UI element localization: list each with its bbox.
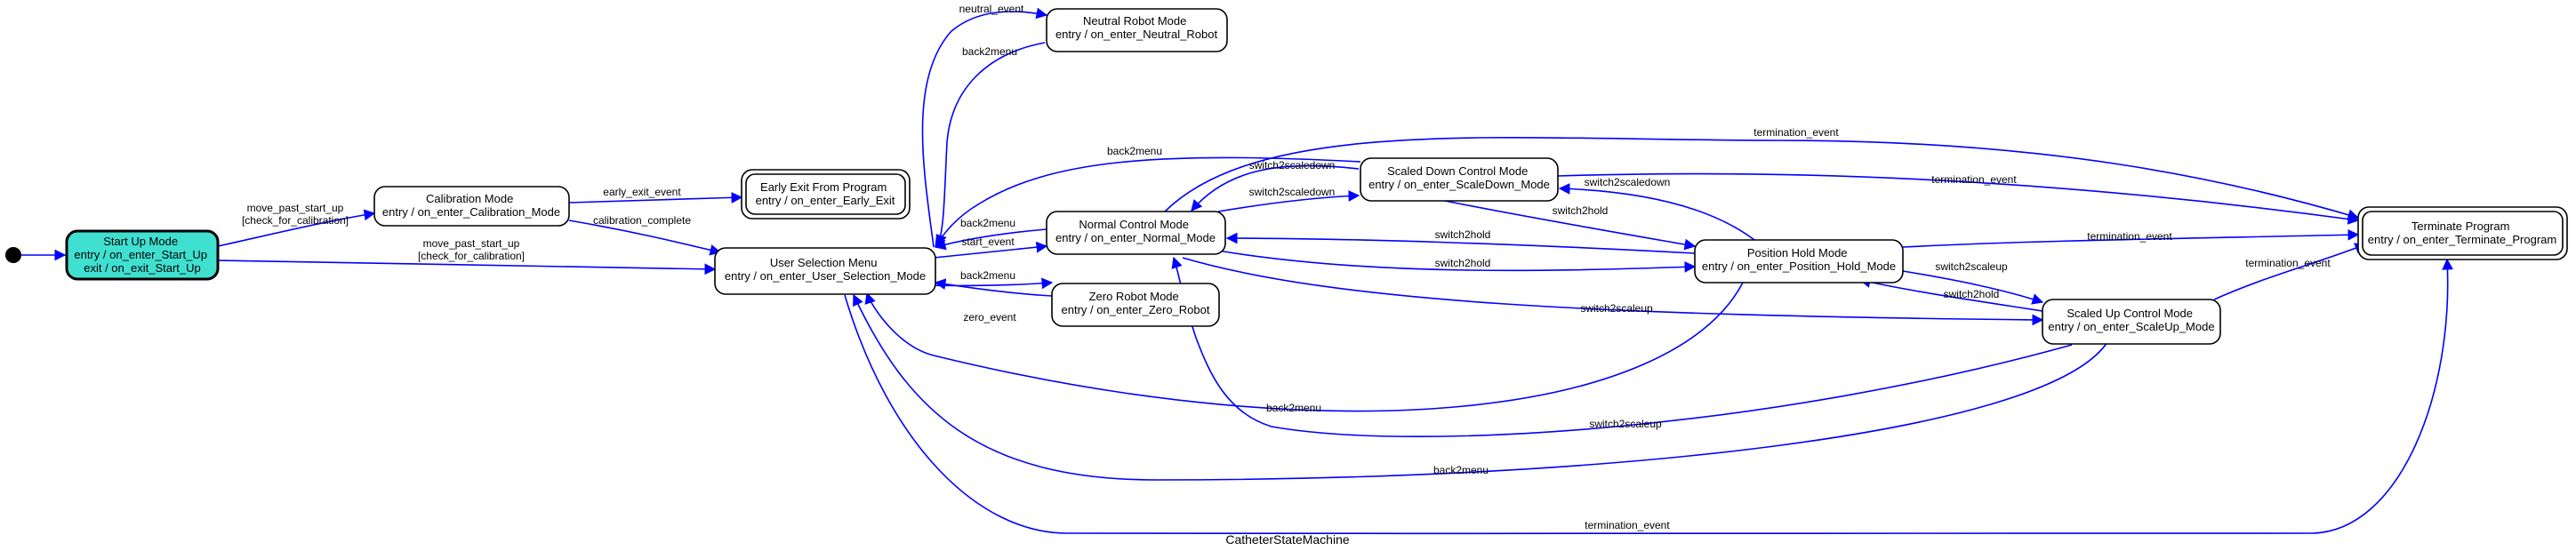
- edge-start-up-to-user-selection: [217, 260, 717, 276]
- edge-start-up-to-calibration: [217, 209, 376, 247]
- label-user-to-normal: start_event: [961, 236, 1015, 248]
- edge-hold-to-scaled-down: [1558, 183, 1755, 241]
- label-zero-to-user: back2menu: [960, 269, 1015, 282]
- label-calibration-to-user: calibration_complete: [593, 214, 691, 227]
- label-scaled-up-to-terminate: termination_event: [2245, 257, 2331, 269]
- label-calibration-to-early-exit: early_exit_event: [603, 186, 681, 198]
- label-neutral-to-user: back2menu: [962, 45, 1017, 58]
- state-normal-label: Normal Control Mode entry / on_enter_Nor…: [1055, 218, 1216, 244]
- edge-calibration-to-early-exit: [568, 192, 743, 204]
- label-scaled-up-to-hold: switch2hold: [1944, 288, 2000, 300]
- edge-scaled-down-to-user: [935, 156, 1361, 248]
- edge-scaled-down-to-normal: [1191, 164, 1360, 212]
- edge-normal-to-scaled-up: [1182, 257, 2044, 326]
- label-scaled-down-to-hold: switch2hold: [1553, 204, 1609, 217]
- edge-scaled-down-to-terminate: [1557, 172, 2360, 225]
- label-hold-to-user: back2menu: [1266, 402, 1321, 414]
- state-start-up-box: [65, 229, 220, 281]
- edge-scaled-up-to-hold: [1858, 276, 2043, 312]
- label-start-to-user: move_past_start_up[check_for_calibration…: [418, 237, 525, 262]
- initial-state-dot: [5, 247, 21, 263]
- edge-zero-to-user: [934, 278, 1053, 297]
- label-user-to-terminate: termination_event: [1585, 519, 1670, 531]
- label-scaled-up-to-normal: switch2scaleup: [1589, 418, 1662, 430]
- state-position-hold: Position Hold Mode entry / on_enter_Posi…: [1694, 239, 1904, 283]
- state-scaled-up: Scaled Up Control Mode entry / on_enter_…: [2042, 299, 2221, 345]
- edge-normal-to-scaled-down: [1217, 190, 1360, 212]
- edge-scaled-up-to-user: [853, 293, 2108, 481]
- edge-calibration-to-user-selection: [568, 220, 722, 256]
- edge-hold-to-normal: [1225, 232, 1696, 254]
- state-zero-label: Zero Robot Mode entry / on_enter_Zero_Ro…: [1062, 290, 1210, 316]
- label-hold-to-scaled-up: switch2scaleup: [1935, 260, 2008, 273]
- label-scaled-up-to-user: back2menu: [1433, 464, 1489, 476]
- state-user-selection: User Selection Menu entry / on_enter_Use…: [714, 247, 936, 295]
- label-start-to-calibration: move_past_start_up[check_for_calibration…: [242, 202, 349, 227]
- label-scaled-down-to-normal: switch2scaledown: [1249, 159, 1336, 172]
- edge-scaled-up-to-terminate: [2213, 243, 2367, 300]
- state-early-exit-label: Early Exit From Program entry / on_enter…: [756, 180, 895, 207]
- state-early-exit-box-inner: [745, 173, 906, 215]
- label-hold-to-scaled-down: switch2scaledown: [1585, 176, 1671, 188]
- label-normal-to-terminate: termination_event: [1753, 126, 1839, 139]
- state-neutral-box: [1046, 8, 1228, 52]
- state-scaled-down: Scaled Down Control Mode entry / on_ente…: [1360, 157, 1559, 202]
- edge-hold-to-user: [864, 282, 1744, 412]
- state-neutral: Neutral Robot Mode entry / on_enter_Neut…: [1046, 8, 1228, 52]
- edge-user-to-normal: [933, 241, 1048, 259]
- edge-user-to-neutral: [921, 7, 1048, 248]
- state-scaled-up-label: Scaled Up Control Mode entry / on_enter_…: [2048, 307, 2214, 333]
- state-position-hold-label: Position Hold Mode entry / on_enter_Posi…: [1702, 246, 1896, 273]
- state-terminate: Terminate Program entry / on_enter_Termi…: [2357, 206, 2568, 260]
- edge-user-to-terminate: [844, 258, 2454, 535]
- label-scaled-down-to-terminate: termination_event: [1931, 173, 2017, 186]
- edge-labels: move_past_start_up[check_for_calibration…: [242, 3, 2331, 531]
- edge-normal-to-user: [934, 228, 1047, 251]
- label-normal-to-user: back2menu: [960, 217, 1015, 229]
- label-user-to-neutral: neutral_event: [959, 3, 1024, 15]
- state-terminate-box-inner: [2362, 211, 2564, 256]
- edge-normal-to-terminate: [1164, 136, 2360, 220]
- state-zero: Zero Robot Mode entry / on_enter_Zero_Ro…: [1051, 283, 1220, 327]
- label-hold-to-terminate: termination_event: [2087, 230, 2172, 243]
- state-terminate-label: Terminate Program entry / on_enter_Termi…: [2368, 220, 2556, 246]
- state-scaled-down-box: [1360, 157, 1559, 202]
- state-calibration-box: [373, 186, 570, 227]
- label-normal-to-hold: switch2hold: [1435, 257, 1491, 269]
- state-user-selection-box: [714, 247, 936, 295]
- edge-scaled-down-to-hold: [1440, 199, 1697, 251]
- label-normal-to-scaled-up: switch2scaleup: [1580, 302, 1653, 315]
- state-calibration-label: Calibration Mode entry / on_enter_Calibr…: [382, 192, 560, 219]
- state-normal: Normal Control Mode entry / on_enter_Nor…: [1046, 211, 1226, 255]
- state-start-up-label: Start Up Mode entry / on_enter_Start_Up …: [74, 235, 210, 275]
- edges: [20, 7, 2454, 535]
- state-calibration: Calibration Mode entry / on_enter_Calibr…: [373, 186, 570, 227]
- state-neutral-label: Neutral Robot Mode entry / on_enter_Neut…: [1055, 14, 1218, 41]
- diagram-title: CatheterStateMachine: [1225, 532, 1350, 547]
- state-zero-box: [1051, 283, 1220, 327]
- initial-state: [5, 247, 21, 263]
- state-normal-box: [1046, 211, 1226, 255]
- edge-neutral-to-user: [935, 42, 1046, 247]
- state-scaled-down-label: Scaled Down Control Mode entry / on_ente…: [1368, 164, 1550, 191]
- state-position-hold-box: [1694, 239, 1904, 283]
- state-user-selection-label: User Selection Menu entry / on_enter_Use…: [725, 256, 926, 283]
- state-start-up: Start Up Mode entry / on_enter_Start_Up …: [65, 229, 220, 281]
- label-user-to-zero: zero_event: [963, 311, 1016, 323]
- label-hold-to-normal: switch2hold: [1435, 228, 1491, 241]
- label-normal-to-scaled-down: switch2scaledown: [1249, 186, 1336, 198]
- edge-hold-to-scaled-up: [1902, 270, 2044, 305]
- edge-normal-to-hold: [1217, 250, 1697, 273]
- state-early-exit: Early Exit From Program entry / on_enter…: [741, 169, 911, 220]
- edge-hold-to-terminate: [1902, 228, 2360, 248]
- label-scaled-down-to-user: back2menu: [1107, 145, 1162, 157]
- state-scaled-up-box: [2042, 299, 2221, 345]
